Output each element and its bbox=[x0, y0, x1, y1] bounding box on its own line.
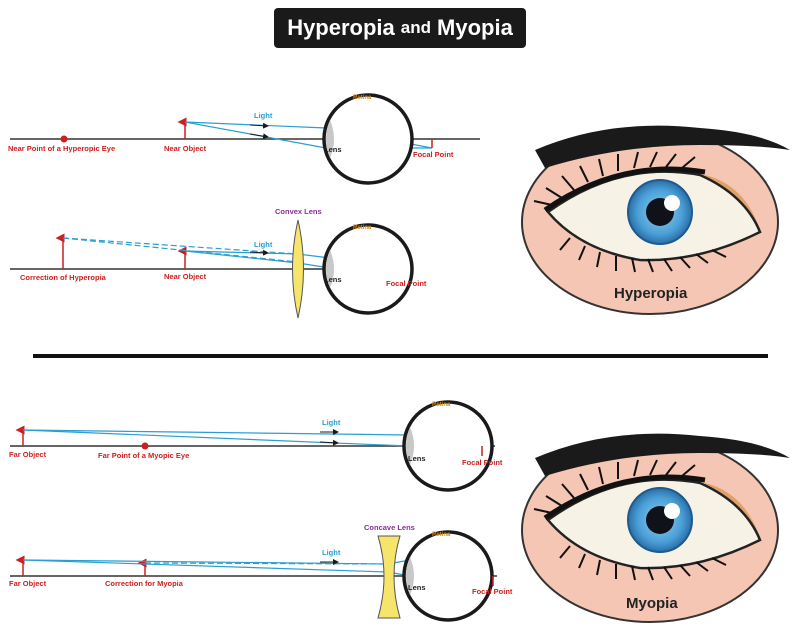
light-label: Light bbox=[322, 548, 341, 557]
focal-point-label: Focal Point bbox=[413, 150, 454, 159]
ray-arrow bbox=[319, 439, 339, 446]
eyeball bbox=[322, 223, 414, 315]
retina-label: Retina bbox=[432, 532, 451, 538]
concave-lens bbox=[377, 535, 401, 619]
light-label: Light bbox=[254, 111, 273, 120]
far-object-label: Far Object bbox=[9, 450, 47, 459]
hyperopia-panel: Near Point of a Hyperopic Eye Near Objec… bbox=[8, 93, 480, 185]
lens-label: Lens bbox=[324, 145, 342, 154]
title-hyperopia: Hyperopia bbox=[287, 15, 395, 40]
hyperopia-eye-illustration: Hyperopia bbox=[521, 125, 790, 315]
myopia-panel: Far Object Far Point of a Myopic Eye Lig… bbox=[9, 400, 503, 492]
correction-hyperopia-label: Correction of Hyperopia bbox=[20, 273, 107, 282]
far-point-myopic-label: Far Point of a Myopic Eye bbox=[98, 451, 189, 460]
convex-lens bbox=[292, 219, 304, 319]
eyebrow bbox=[535, 433, 790, 476]
eye-lens bbox=[326, 250, 334, 288]
lens-label: Lens bbox=[324, 275, 342, 284]
eye-lens bbox=[406, 427, 414, 465]
far-point-marker bbox=[141, 442, 149, 450]
myopia-eye-illustration: Myopia bbox=[521, 433, 790, 623]
eye-highlight bbox=[664, 503, 680, 519]
ray-arrow bbox=[249, 133, 269, 140]
ray-arrow bbox=[249, 122, 269, 129]
concave-lens-label: Concave Lens bbox=[364, 523, 415, 532]
light-ray bbox=[184, 250, 299, 264]
hyperopia-correction-panel: Correction of Hyperopia Near Object Ligh… bbox=[10, 207, 427, 319]
myopia-correction-panel: Far Object Correction for Myopia Light C… bbox=[9, 523, 513, 622]
correction-myopia-label: Correction for Myopia bbox=[105, 579, 184, 588]
focal-point-label: Focal Point bbox=[472, 587, 513, 596]
lash-strokes bbox=[533, 151, 727, 273]
near-object-label: Near Object bbox=[164, 144, 207, 153]
hyperopia-caption: Hyperopia bbox=[614, 285, 688, 302]
focal-point-label: Focal Point bbox=[462, 458, 503, 467]
convex-lens-label: Convex Lens bbox=[275, 207, 322, 216]
title-myopia: Myopia bbox=[437, 15, 513, 40]
ray-arrow bbox=[249, 249, 269, 256]
light-ray bbox=[22, 559, 389, 573]
eyebrow bbox=[535, 125, 790, 168]
eyeball bbox=[402, 530, 494, 622]
eyeball bbox=[322, 93, 414, 185]
retina-label: Retina bbox=[353, 225, 372, 231]
eye-highlight bbox=[664, 195, 680, 211]
near-point-hyperopic-label: Near Point of a Hyperopic Eye bbox=[8, 144, 115, 153]
lens-label: Lens bbox=[408, 454, 426, 463]
eye-lens bbox=[326, 120, 334, 158]
near-object-label: Near Object bbox=[164, 272, 207, 281]
retina-label: Retina bbox=[432, 402, 451, 408]
light-label: Light bbox=[322, 418, 341, 427]
virtual-ray bbox=[144, 562, 389, 565]
focal-point-label: Focal Point bbox=[386, 279, 427, 288]
light-label: Light bbox=[254, 240, 273, 249]
virtual-ray bbox=[62, 237, 299, 255]
title-and: and bbox=[400, 18, 432, 37]
upper-lashes bbox=[543, 166, 706, 213]
upper-lashes bbox=[543, 474, 706, 521]
eye-lens bbox=[406, 557, 414, 595]
light-ray bbox=[184, 250, 299, 255]
virtual-ray bbox=[62, 237, 299, 263]
lens-label: Lens bbox=[408, 583, 426, 592]
myopia-caption: Myopia bbox=[626, 595, 678, 612]
far-object-label: Far Object bbox=[9, 579, 47, 588]
lash-strokes bbox=[533, 459, 727, 581]
eyeball bbox=[402, 400, 494, 492]
near-point-marker bbox=[60, 135, 68, 143]
title-banner: Hyperopia and Myopia bbox=[274, 8, 526, 48]
retina-label: Retina bbox=[353, 95, 372, 101]
